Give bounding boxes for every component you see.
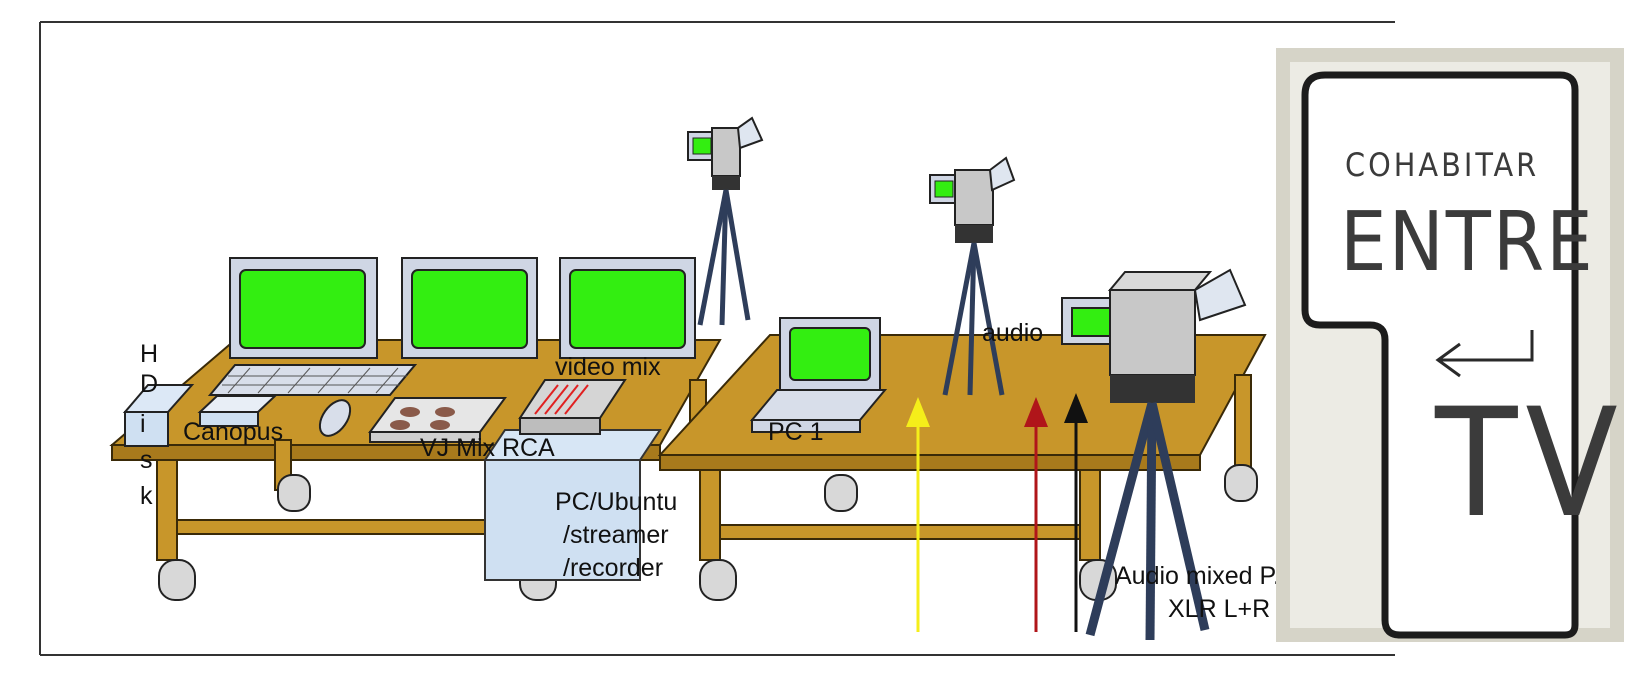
laptop (749, 317, 888, 433)
vj-mixer (368, 397, 507, 443)
pc-ubuntu-label-line1: PC/Ubuntu (555, 488, 677, 516)
pc-ubuntu-label-line2: /streamer (563, 521, 669, 549)
camera-1 (687, 116, 764, 326)
camera-3 (1085, 268, 1247, 641)
hdisk-letter-h: H (140, 340, 158, 368)
logo-line-1: COHABITAR (1345, 146, 1539, 184)
keyboard (207, 364, 418, 396)
hdisk-letter-d: D (140, 370, 158, 398)
mouse (318, 399, 352, 437)
pc-ubuntu-label-line3: /recorder (563, 554, 663, 582)
pc-tower (483, 429, 662, 581)
audio-mixed-label-line2: XLR L+R (1168, 595, 1270, 623)
canopus-box (197, 395, 278, 427)
hdisk-label: H D i s k (140, 340, 158, 510)
hdisk-letter-i: i (140, 410, 146, 438)
hdisk-letter-k: k (140, 482, 153, 510)
cohabitar-logo: COHABITAR ENTRE TV (1276, 48, 1626, 642)
logo-line-2: ENTRE (1340, 195, 1595, 290)
hdisk-box (122, 384, 195, 447)
audio-mixed-label-line1: Audio mixed P.A. (1115, 562, 1304, 590)
monitor-3 (559, 257, 696, 359)
hdisk-letter-s: s (140, 446, 153, 474)
monitor-2 (401, 257, 538, 359)
diagram-frame (39, 21, 1395, 656)
audio-label: audio (982, 319, 1043, 347)
video-mixer (518, 379, 627, 435)
pc1-label: PC 1 (768, 418, 824, 446)
camera-2 (929, 156, 1016, 396)
canopus-label: Canopus (183, 418, 283, 446)
logo-line-3: TV (1434, 377, 1626, 551)
vj-mix-label: VJ Mix RCA (420, 434, 555, 462)
monitor-1 (229, 257, 378, 359)
return-arrow-icon (1435, 330, 1534, 378)
video-mix-label: video mix (555, 353, 661, 381)
